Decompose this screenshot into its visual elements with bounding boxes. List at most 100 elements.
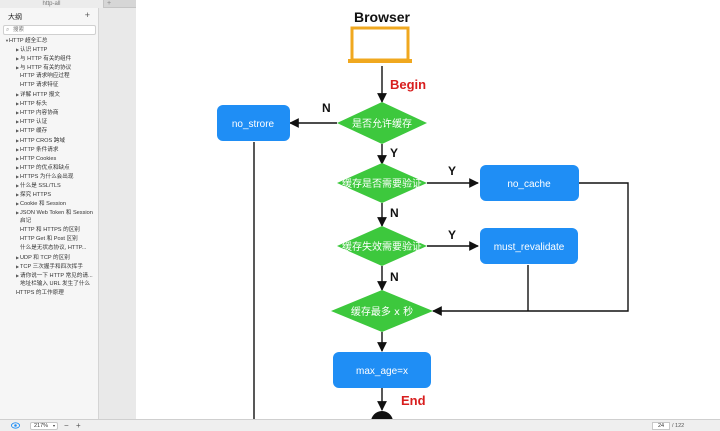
search-icon: ⌕: [6, 27, 10, 33]
outline-item[interactable]: ▶HTTP 内容协商: [0, 108, 98, 117]
collapsed-arrow-icon[interactable]: ▶: [16, 146, 20, 152]
outline-item-label: 探究 HTTPS: [20, 191, 52, 198]
outline-item-label: 什么是无状态协议, HTTP...: [20, 245, 87, 252]
sidebar-title: 大纲: [8, 14, 22, 21]
outline-item[interactable]: ▶与 HTTP 有关的组件: [0, 54, 98, 63]
outline-item-label: 启记: [20, 217, 32, 224]
outline-item-label: 请你说一下 HTTP 常见的请...: [20, 273, 93, 280]
end-node: [371, 411, 393, 419]
status-bar: 217% ▾ − + 24 / 122: [0, 419, 720, 431]
outline-item[interactable]: 地址栏输入 URL 发生了什么: [0, 280, 98, 289]
collapsed-arrow-icon[interactable]: ▶: [16, 101, 20, 107]
svg-text:max_age=x: max_age=x: [356, 366, 408, 377]
outline-item[interactable]: ▼HTTP 超全汇总: [0, 36, 98, 45]
collapsed-arrow-icon[interactable]: ▶: [16, 110, 20, 116]
collapsed-arrow-icon[interactable]: ▶: [16, 92, 20, 98]
flow-connectors: [253, 66, 629, 419]
outline-item[interactable]: ▶与 HTTP 有关的协议: [0, 63, 98, 72]
collapsed-arrow-icon[interactable]: ▶: [16, 164, 20, 170]
page-number-input[interactable]: 24: [652, 422, 670, 430]
outline-item[interactable]: ▶认识 HTTP: [0, 45, 98, 54]
outline-item[interactable]: ▶HTTP 缓存: [0, 126, 98, 135]
outline-item-label: HTTPS 的工作原理: [16, 290, 64, 297]
outline-item-label: 认识 HTTP: [20, 47, 48, 54]
zoom-value: 217%: [34, 423, 49, 429]
tab-http-all[interactable]: http-all: [0, 0, 104, 8]
collapsed-arrow-icon[interactable]: ▶: [16, 255, 20, 261]
outline-item-label: 与 HTTP 有关的协议: [20, 65, 72, 72]
outline-item[interactable]: ▶Cookie 和 Session: [0, 199, 98, 208]
new-tab-button[interactable]: +: [106, 0, 112, 7]
outline-item[interactable]: 什么是无状态协议, HTTP...: [0, 244, 98, 253]
collapsed-arrow-icon[interactable]: ▶: [16, 47, 20, 53]
http-cache-flowchart: Browser Begin: [217, 9, 629, 419]
box-must-revalidate: must_revalidate: [480, 228, 578, 264]
collapsed-arrow-icon[interactable]: ▶: [16, 209, 20, 215]
outline-item[interactable]: ▶HTTPS 为什么会出现: [0, 172, 98, 181]
outline-item[interactable]: ▶HTTP CROS 跨域: [0, 136, 98, 145]
browser-label: Browser: [354, 9, 411, 25]
outline-item[interactable]: HTTP Get 和 Post 区别: [0, 235, 98, 244]
collapsed-arrow-icon[interactable]: ▶: [16, 128, 20, 134]
document-page[interactable]: Browser Begin: [136, 0, 720, 419]
collapsed-arrow-icon[interactable]: ▶: [16, 155, 20, 161]
collapsed-arrow-icon[interactable]: ▶: [16, 119, 20, 125]
expanded-arrow-icon[interactable]: ▼: [5, 38, 9, 43]
outline-item-label: HTTP CROS 跨域: [20, 137, 65, 144]
outline-item[interactable]: ▶TCP 三次握手和四次挥手: [0, 262, 98, 271]
branch-labels: N Y Y N Y N: [322, 101, 456, 284]
svg-text:must_revalidate: must_revalidate: [494, 242, 565, 253]
label-y-validate: Y: [448, 164, 456, 178]
outline-item[interactable]: ▶HTTP Cookies: [0, 154, 98, 163]
outline-item-label: 地址栏输入 URL 发生了什么: [20, 281, 91, 288]
outline-item[interactable]: HTTP 和 HTTPS 的区别: [0, 226, 98, 235]
outline-item[interactable]: ▶HTTP 标头: [0, 99, 98, 108]
outline-item-label: Cookie 和 Session: [20, 200, 67, 207]
outline-item[interactable]: ▶HTTP 认证: [0, 117, 98, 126]
collapsed-arrow-icon[interactable]: ▶: [16, 191, 20, 197]
collapsed-arrow-icon[interactable]: ▶: [16, 56, 20, 62]
outline-item[interactable]: HTTPS 的工作原理: [0, 289, 98, 298]
collapsed-arrow-icon[interactable]: ▶: [16, 137, 20, 143]
decision-need-validate: 缓存是否需要验证: [337, 163, 427, 203]
collapsed-arrow-icon[interactable]: ▶: [16, 65, 20, 71]
outline-item[interactable]: HTTP 请求响应过程: [0, 72, 98, 81]
outline-item[interactable]: HTTP 请求特征: [0, 81, 98, 90]
zoom-out-button[interactable]: −: [64, 421, 69, 430]
outline-item[interactable]: ▶HTTP 的优点和缺点: [0, 163, 98, 172]
page-total: / 122: [672, 423, 685, 429]
outline-item-label: HTTP 超全汇总: [9, 38, 48, 44]
collapsed-arrow-icon[interactable]: ▶: [16, 200, 20, 206]
outline-item[interactable]: ▶什么是 SSL/TLS: [0, 181, 98, 190]
eye-icon[interactable]: [11, 422, 20, 429]
outline-item-label: HTTP 请求特征: [20, 82, 59, 89]
collapsed-arrow-icon[interactable]: ▶: [16, 182, 20, 188]
outline-item[interactable]: ▶详解 HTTP 报文: [0, 90, 98, 99]
svg-text:no_cache: no_cache: [507, 179, 551, 190]
search-input[interactable]: [13, 26, 93, 34]
zoom-in-button[interactable]: +: [76, 421, 81, 430]
search-box[interactable]: ⌕: [3, 25, 96, 35]
outline-item[interactable]: ▶探究 HTTPS: [0, 190, 98, 199]
outline-item-label: HTTP 条件请求: [20, 146, 59, 153]
collapsed-arrow-icon[interactable]: ▶: [16, 273, 20, 279]
outline-item-label: HTTP 内容协商: [20, 110, 59, 117]
outline-item[interactable]: 启记: [0, 217, 98, 226]
outline-item[interactable]: ▶JSON Web Token 和 Session: [0, 208, 98, 217]
outline-item[interactable]: ▶UDP 和 TCP 的区别: [0, 253, 98, 262]
svg-text:no_strore: no_strore: [232, 119, 275, 130]
outline-sidebar: 大纲 + ⌕ ▼HTTP 超全汇总▶认识 HTTP▶与 HTTP 有关的组件▶与…: [0, 8, 99, 419]
label-y-expired: Y: [448, 228, 456, 242]
collapsed-arrow-icon[interactable]: ▶: [16, 264, 20, 270]
outline-item[interactable]: ▶HTTP 条件请求: [0, 145, 98, 154]
begin-label: Begin: [390, 77, 426, 92]
zoom-select[interactable]: 217% ▾: [30, 422, 58, 430]
outline-item[interactable]: ▶请你说一下 HTTP 常见的请...: [0, 271, 98, 280]
add-button[interactable]: +: [84, 10, 90, 20]
collapsed-arrow-icon[interactable]: ▶: [16, 173, 20, 179]
outline-tree: ▼HTTP 超全汇总▶认识 HTTP▶与 HTTP 有关的组件▶与 HTTP 有…: [0, 36, 98, 298]
outline-item-label: HTTP Get 和 Post 区别: [20, 236, 78, 243]
decision-max-seconds: 缓存最多 x 秒: [331, 290, 433, 332]
label-n-expired: N: [390, 270, 399, 284]
